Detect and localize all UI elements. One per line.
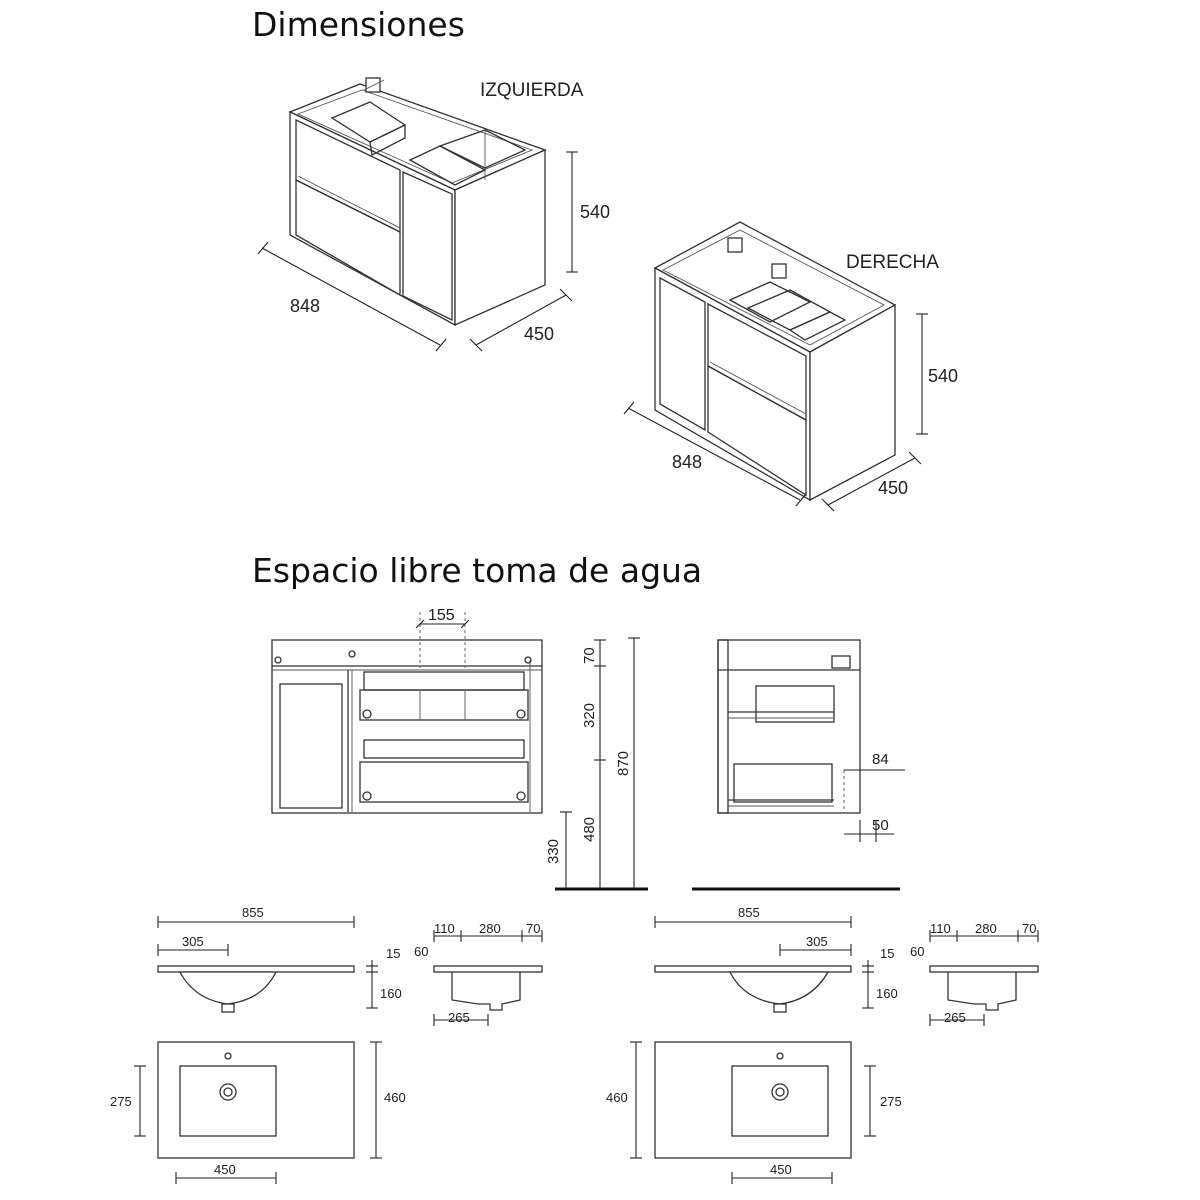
right-basin-depth: 160: [876, 986, 898, 1001]
left-plan-depth: 460: [384, 1090, 406, 1105]
side-offset-dimension: [844, 769, 905, 842]
left-section-a: 110: [434, 921, 455, 936]
right-section-lip: 60: [910, 944, 924, 959]
right-basin-bowl-offset: 305: [806, 934, 828, 949]
height-total-value: 870: [615, 751, 632, 776]
right-basin-plan: [630, 1041, 876, 1184]
left-plan-bowl-center: 450: [214, 1162, 236, 1177]
right-cabinet-width-value: 848: [672, 452, 702, 472]
right-cabinet-depth-dimension: [821, 451, 922, 512]
left-basin-thickness: 15: [386, 946, 400, 961]
front-gap-dimension: [415, 619, 470, 629]
height-middle-value: 320: [581, 703, 598, 728]
right-section-drain: 265: [944, 1010, 966, 1025]
side-section-view: [692, 639, 900, 891]
left-basin-plan: [134, 1041, 382, 1184]
left-basin-elevation: [157, 916, 378, 1013]
right-cabinet-label: DERECHA: [846, 252, 939, 273]
left-basin-top-width: 855: [242, 905, 264, 920]
left-cabinet-height-dimension: [566, 151, 578, 273]
left-cabinet-depth-value: 450: [524, 324, 554, 344]
right-basin-elevation: [654, 916, 874, 1013]
right-cabinet-height-dimension: [916, 313, 928, 435]
right-section-a: 110: [930, 921, 951, 936]
right-section-b: 280: [975, 921, 997, 936]
left-basin-section: [433, 930, 543, 1026]
left-basin-bowl-offset: 305: [182, 934, 204, 949]
height-top-value: 70: [581, 647, 598, 664]
left-section-lip: 60: [414, 944, 428, 959]
right-cabinet-drawing: [653, 221, 897, 502]
side-setback-value: 50: [872, 817, 889, 834]
right-plan-bowl-depth: 275: [880, 1094, 902, 1109]
left-cabinet-drawing: [288, 77, 547, 327]
right-cabinet-width-dimension: [623, 401, 807, 507]
left-cabinet-label: IZQUIERDA: [480, 80, 584, 101]
left-section-drain: 265: [448, 1010, 470, 1025]
height-scale: [555, 637, 648, 891]
height-lower-value: 480: [581, 817, 598, 842]
right-section-c: 70: [1022, 921, 1036, 936]
left-cabinet-width-value: 848: [290, 296, 320, 316]
left-cabinet-height-value: 540: [580, 202, 610, 222]
side-offset-value: 84: [872, 751, 889, 768]
right-cabinet-depth-value: 450: [878, 478, 908, 498]
height-floor-value: 330: [545, 839, 562, 864]
right-basin-section: [929, 930, 1039, 1026]
front-section-view: [271, 612, 543, 814]
left-basin-depth: 160: [380, 986, 402, 1001]
right-basin-thickness: 15: [880, 946, 894, 961]
right-basin-top-width: 855: [738, 905, 760, 920]
left-plan-bowl-depth: 275: [110, 1094, 132, 1109]
left-section-c: 70: [526, 921, 540, 936]
water-clearance-title: Espacio libre toma de agua: [252, 551, 702, 590]
right-cabinet-height-value: 540: [928, 366, 958, 386]
left-section-b: 280: [479, 921, 501, 936]
dimensions-title: Dimensiones: [252, 5, 465, 44]
right-plan-bowl-center: 450: [770, 1162, 792, 1177]
front-gap-value: 155: [428, 607, 455, 624]
left-cabinet-width-dimension: [257, 241, 447, 352]
right-plan-depth: 460: [606, 1090, 628, 1105]
left-cabinet-depth-dimension: [469, 288, 573, 352]
